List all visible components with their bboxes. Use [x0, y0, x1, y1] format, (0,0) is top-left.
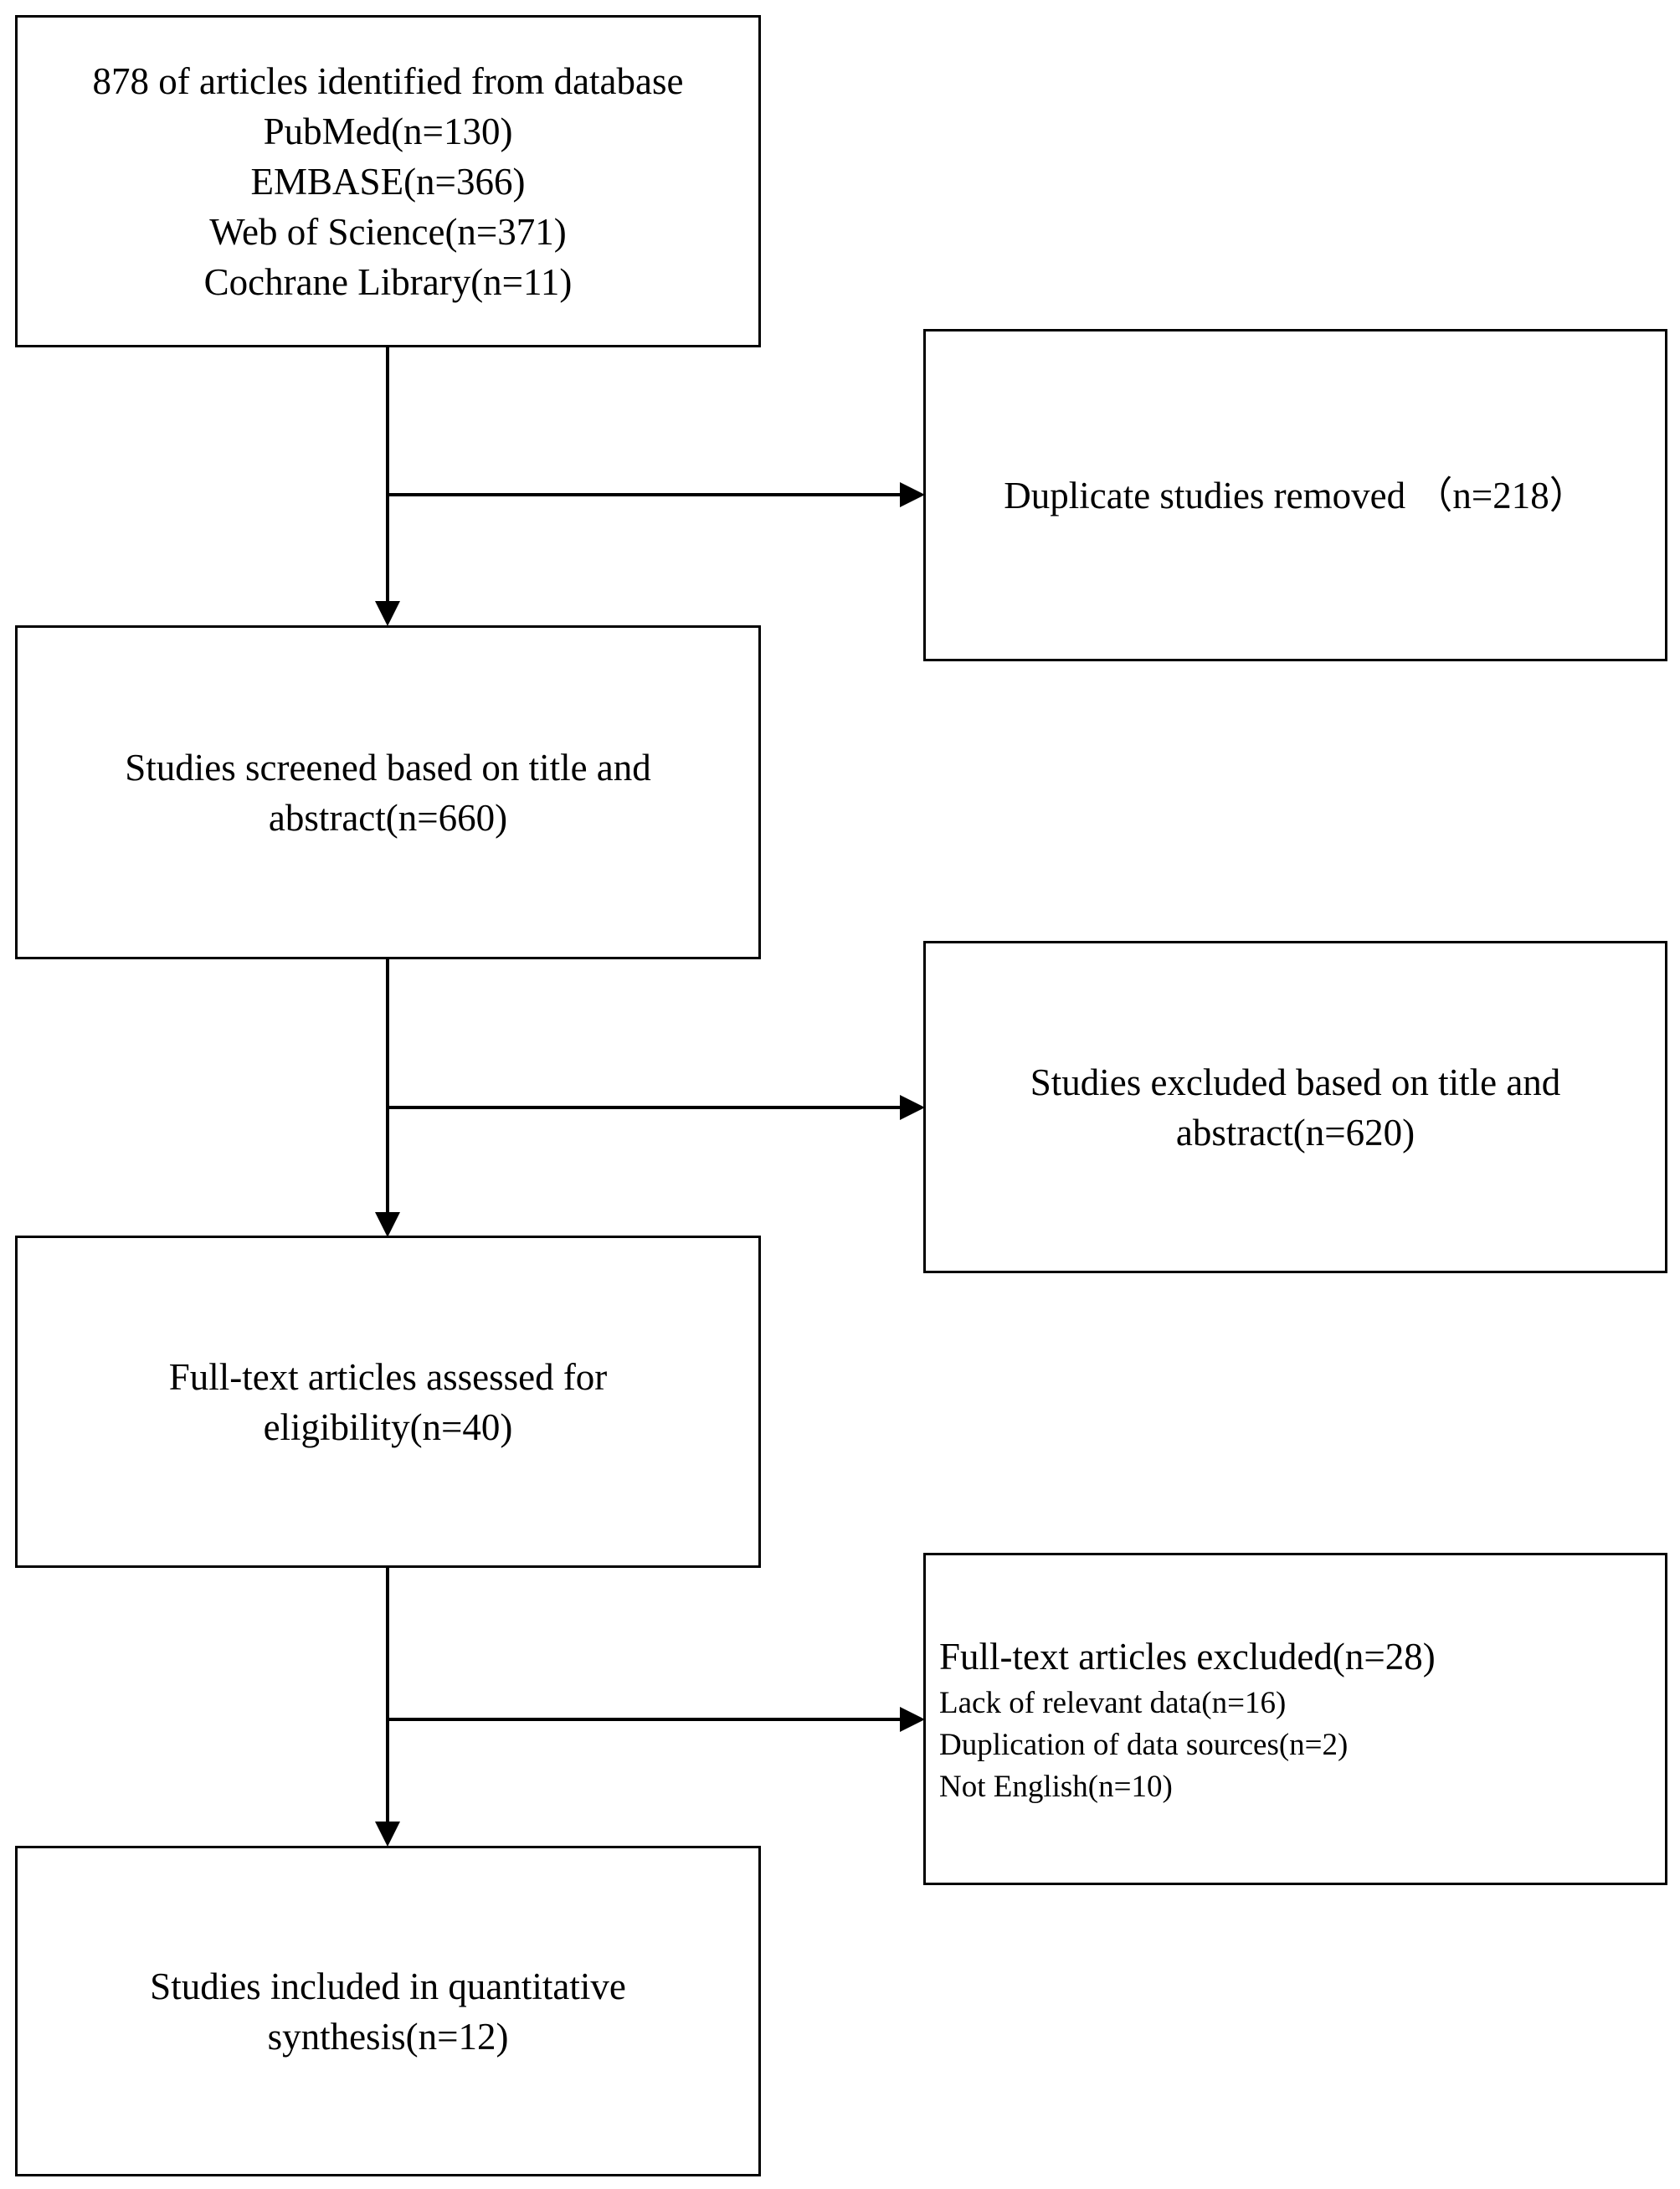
box-screened: Studies screened based on title and abst… [15, 625, 761, 959]
screened-line: abstract(n=660) [268, 796, 508, 839]
box-included: Studies included in quantitative synthes… [15, 1846, 761, 2176]
box-identified: 878 of articles identified from database… [15, 15, 761, 347]
identified-line: Web of Science(n=371) [209, 210, 567, 253]
arrowhead-right-1 [900, 482, 925, 507]
excluded-title-line: Studies excluded based on title and [1030, 1061, 1561, 1103]
duplicates-text: Duplicate studies removed （n=218） [1004, 474, 1587, 516]
screened-line: Studies screened based on title and [125, 746, 651, 789]
fulltext-excluded-heading: Full-text articles excluded(n=28) [939, 1635, 1436, 1678]
fulltext-assessed-line: Full-text articles assessed for [168, 1355, 608, 1398]
included-line: synthesis(n=12) [267, 2015, 509, 2058]
exclusion-reason: Not English(n=10) [939, 1769, 1173, 1804]
included-line: Studies included in quantitative [150, 1965, 626, 2007]
identified-line: PubMed(n=130) [263, 110, 513, 152]
excluded-title-line: abstract(n=620) [1175, 1111, 1415, 1154]
exclusion-reason: Lack of relevant data(n=16) [939, 1685, 1287, 1720]
arrowhead-down-1 [375, 601, 400, 626]
box-excluded-title: Studies excluded based on title and abst… [923, 941, 1667, 1273]
box-duplicates: Duplicate studies removed （n=218） [923, 329, 1667, 661]
fulltext-assessed-line: eligibility(n=40) [263, 1405, 513, 1448]
arrowhead-right-3 [900, 1707, 925, 1732]
box-fulltext-assessed: Full-text articles assessed for eligibil… [15, 1236, 761, 1568]
arrowhead-right-2 [900, 1095, 925, 1120]
arrowhead-down-3 [375, 1822, 400, 1847]
identified-line: Cochrane Library(n=11) [203, 260, 573, 303]
box-fulltext-excluded: Full-text articles excluded(n=28) Lack o… [923, 1553, 1667, 1885]
identified-line: EMBASE(n=366) [250, 160, 526, 203]
arrowhead-down-2 [375, 1212, 400, 1237]
identified-line: 878 of articles identified from database [92, 59, 684, 102]
exclusion-reason: Duplication of data sources(n=2) [939, 1727, 1349, 1762]
